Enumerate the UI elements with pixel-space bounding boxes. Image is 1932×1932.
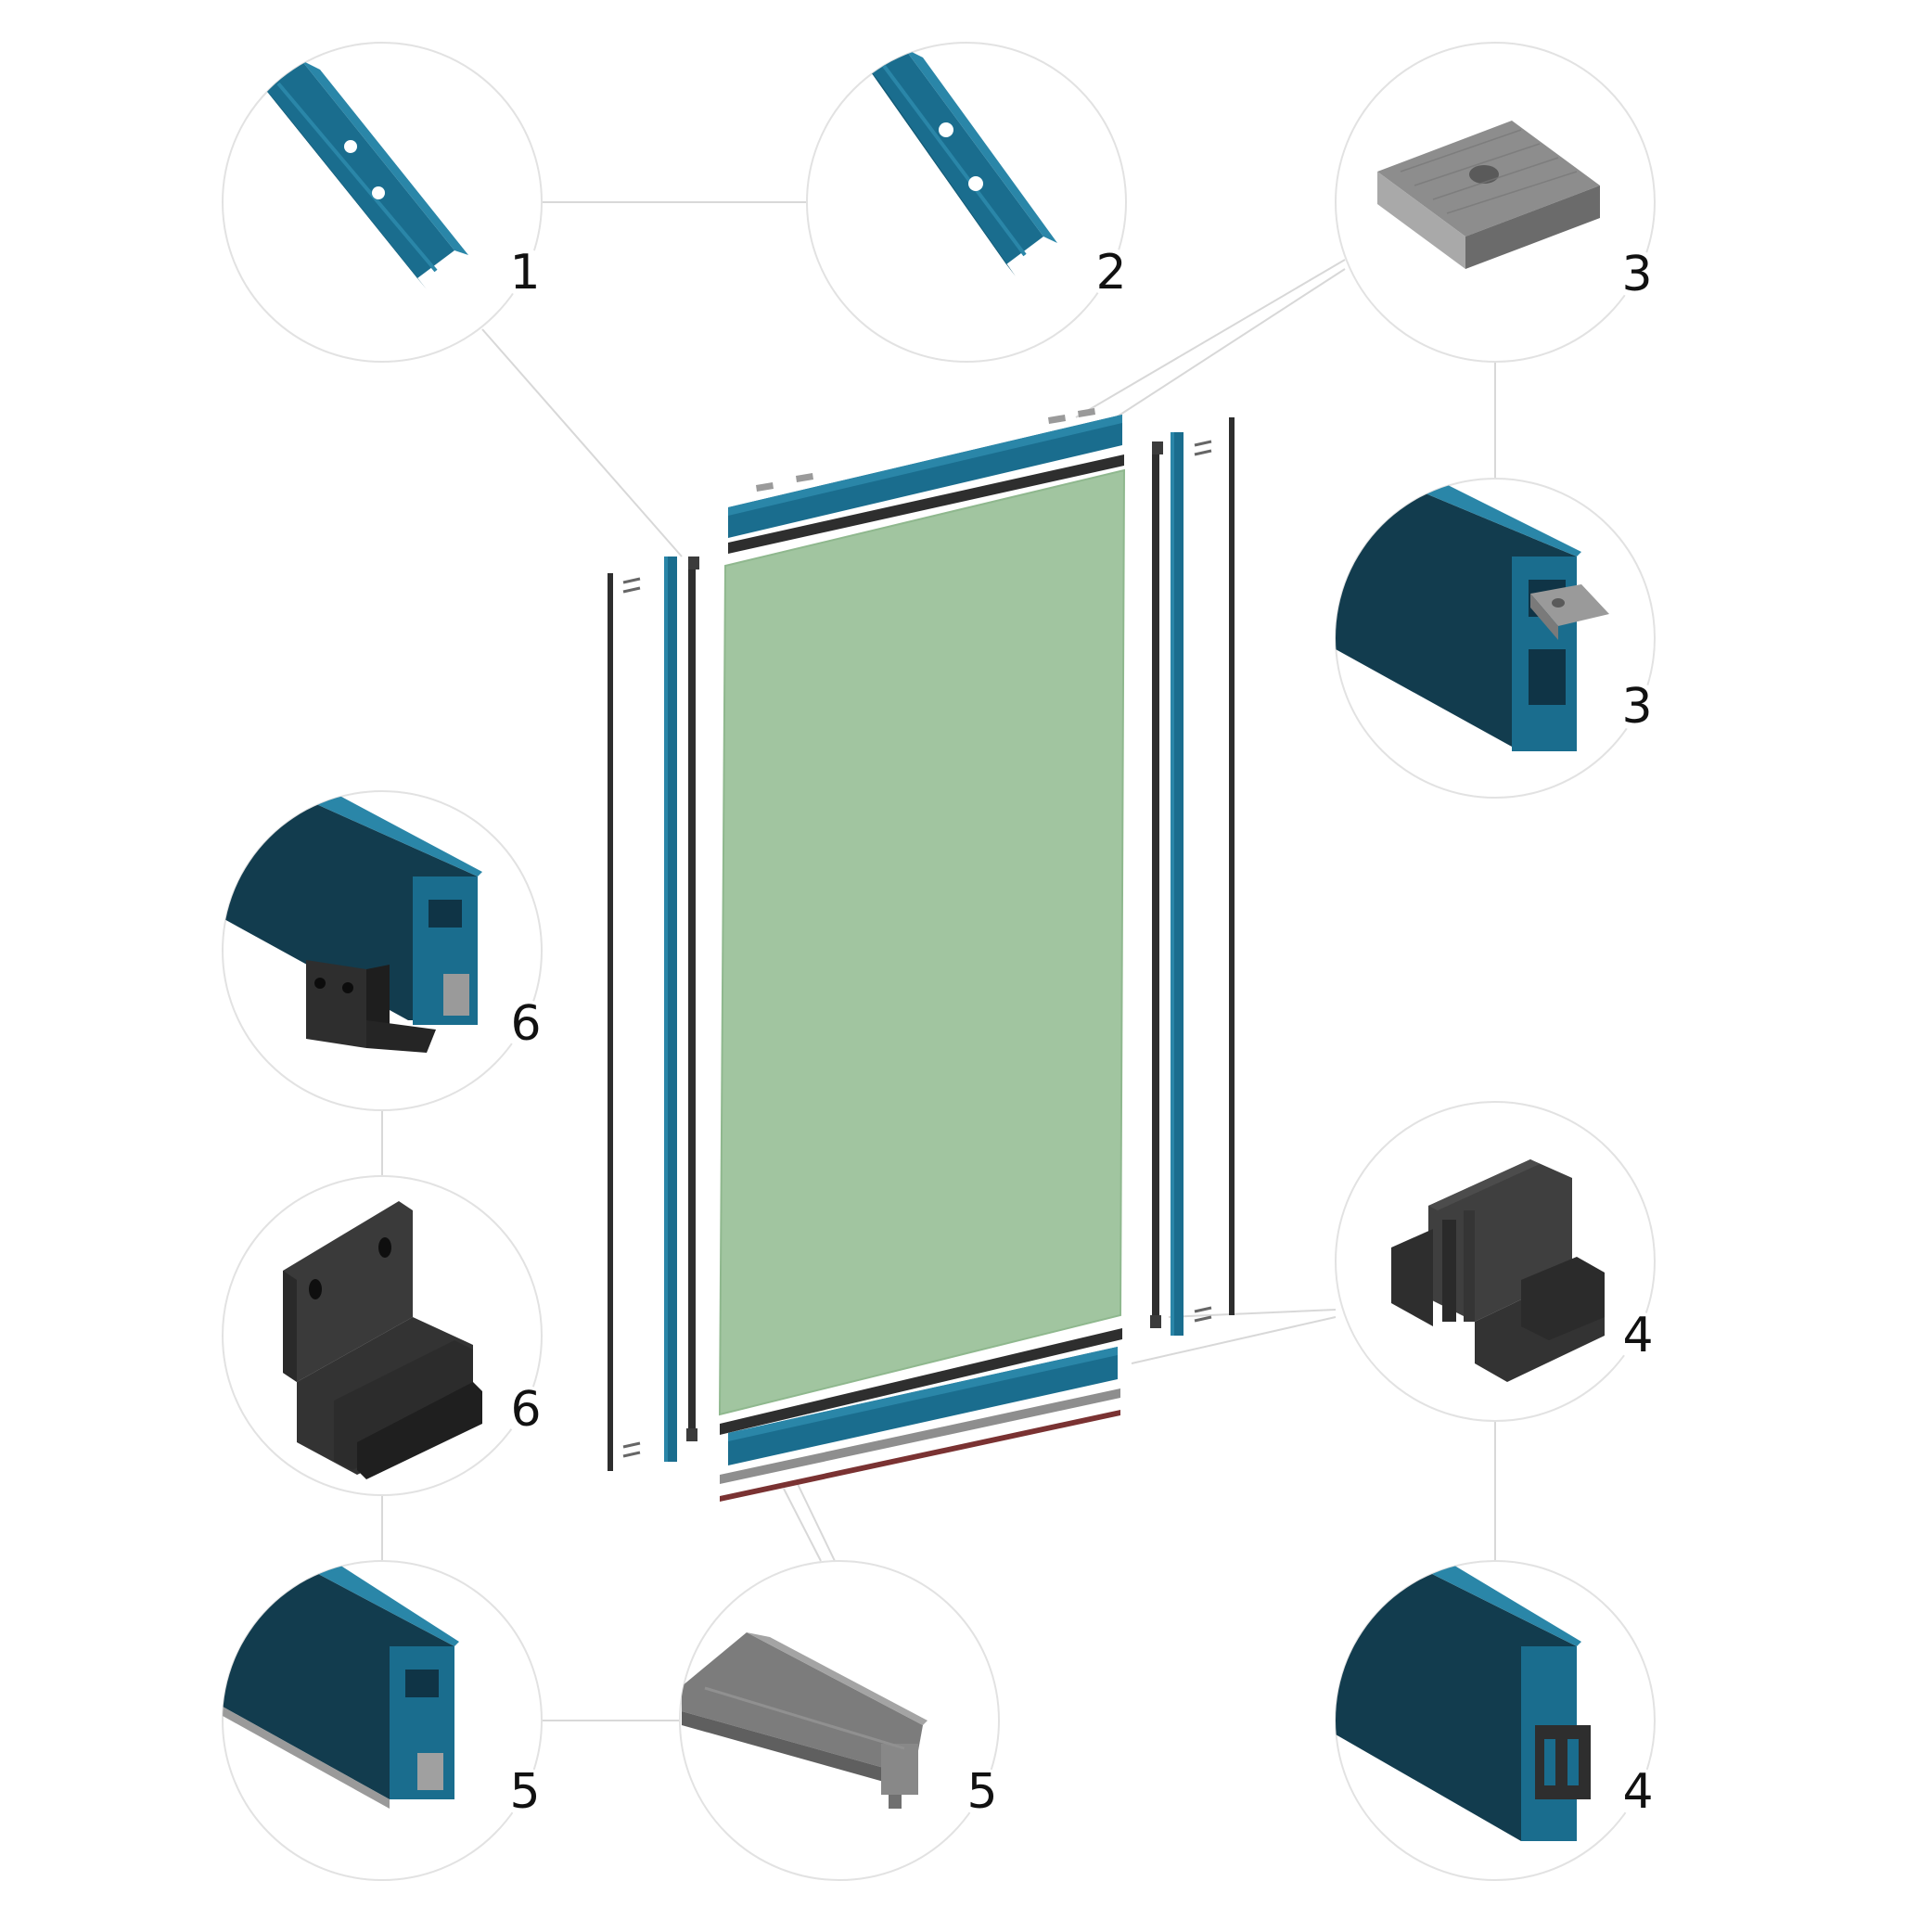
profile-with-seal-icon	[223, 1561, 459, 1809]
badge-1: 1	[501, 245, 549, 301]
number-badges: 1 2 3 3 6 6 5 5	[501, 245, 1662, 1820]
bracket-icon	[283, 1201, 482, 1479]
badge-5b: 5	[958, 1764, 1006, 1820]
badge-2: 2	[1087, 245, 1135, 301]
top-frame-profile-face	[728, 415, 1122, 516]
glass-pane	[718, 468, 1126, 1416]
connector-4-panel-a	[1131, 1316, 1337, 1364]
badge-6b-label: 6	[510, 1382, 541, 1438]
left-screws-bottom	[622, 1441, 641, 1458]
connector-5-panel-b	[783, 1488, 822, 1562]
setting-block-icon	[1377, 121, 1600, 269]
connector-5-panel-a	[797, 1483, 836, 1562]
badge-3b-label: 3	[1621, 679, 1652, 735]
left-frame-profile-edge	[664, 557, 668, 1462]
bottom-gasket	[720, 1328, 1122, 1435]
badge-4a-label: 4	[1622, 1308, 1653, 1363]
badge-6a-label: 6	[510, 996, 541, 1052]
profile-with-corner-block-icon	[1336, 1561, 1591, 1841]
right-bottom-clip	[1150, 1315, 1161, 1328]
callout-6a	[222, 790, 543, 1111]
left-inner-gasket	[688, 558, 696, 1439]
bottom-seal-red	[720, 1410, 1120, 1502]
left-outer-gasket	[608, 573, 613, 1471]
profile-with-holes-icon	[867, 48, 1057, 276]
badge-3a-label: 3	[1621, 247, 1652, 302]
profile-with-block-icon	[1336, 479, 1609, 751]
callout-5a	[222, 1560, 543, 1881]
callout-3a	[1335, 42, 1656, 363]
callout-4b	[1335, 1560, 1656, 1881]
connector-lines	[381, 201, 1496, 1721]
left-screws-top	[622, 577, 641, 594]
badge-6b: 6	[502, 1382, 550, 1438]
top-setting-blocks	[756, 408, 1095, 492]
top-gasket	[728, 454, 1124, 554]
right-outer-gasket	[1229, 417, 1235, 1315]
connector-3-panel-b	[1094, 268, 1346, 432]
badge-5a: 5	[501, 1764, 549, 1820]
badge-4b-label: 4	[1622, 1764, 1653, 1820]
profile-with-holes-icon	[264, 60, 468, 289]
badge-2-label: 2	[1095, 245, 1126, 301]
connector-4-panel-b	[1168, 1309, 1337, 1318]
badge-1-label: 1	[509, 245, 540, 301]
seal-profile-icon	[682, 1632, 928, 1809]
bottom-frame-profile-face	[728, 1347, 1118, 1441]
profile-with-bracket-icon	[223, 791, 482, 1053]
badge-4b: 4	[1614, 1764, 1662, 1820]
callout-6b	[222, 1175, 543, 1496]
exploded-panel	[608, 408, 1235, 1502]
right-screws-bottom	[1194, 1306, 1212, 1323]
badge-4a: 4	[1614, 1308, 1662, 1363]
callout-3b	[1335, 478, 1656, 799]
right-inner-gasket	[1152, 447, 1159, 1328]
badge-3a: 3	[1613, 247, 1661, 302]
right-top-clip	[1152, 441, 1163, 454]
corner-block-icon	[1391, 1159, 1605, 1382]
right-screws-top	[1194, 440, 1212, 456]
left-bottom-clip	[686, 1428, 697, 1441]
callout-1	[222, 42, 543, 363]
badge-6a: 6	[502, 996, 550, 1052]
badge-5b-label: 5	[966, 1764, 997, 1820]
left-top-clip	[688, 557, 699, 569]
callout-4a	[1335, 1101, 1656, 1422]
badge-3b: 3	[1613, 679, 1661, 735]
bottom-seal-grey	[720, 1388, 1120, 1484]
connector-3-panel-a	[1075, 259, 1346, 418]
badge-5a-label: 5	[509, 1764, 540, 1820]
callout-2	[806, 42, 1127, 363]
callout-5b	[679, 1560, 1000, 1881]
right-frame-profile-edge	[1171, 432, 1174, 1336]
connector-1-panel	[481, 328, 683, 557]
